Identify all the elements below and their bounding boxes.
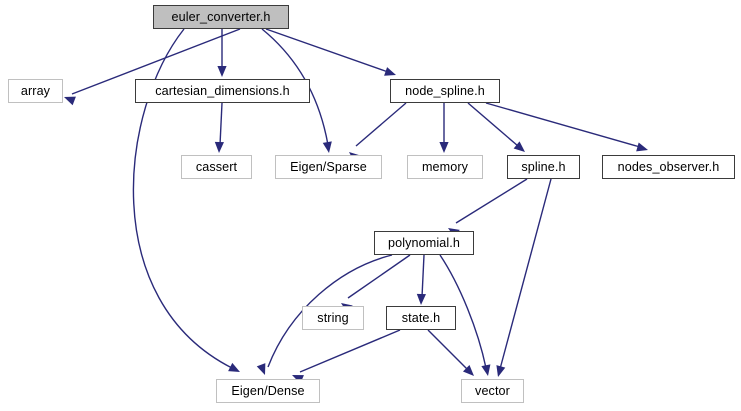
graph-node-cartesian_dimensions[interactable]: cartesian_dimensions.h [135,79,310,103]
graph-node-label-nodes_observer: nodes_observer.h [617,159,720,174]
edge-cartesian-to-cassert [219,102,223,146]
edge-node-spline-to-nodes-observer [485,102,641,148]
graph-node-polynomial[interactable]: polynomial.h [374,231,474,255]
graph-node-label-state: state.h [401,310,441,325]
graph-node-label-cassert: cassert [195,159,238,174]
edge-polynomial-to-string [347,254,411,299]
graph-node-label-node_spline: node_spline.h [405,83,485,98]
edge-euler-to-eigen-dense [132,28,233,369]
graph-node-cassert[interactable]: cassert [181,155,252,179]
arrowhead-node-spline-to-nodes-observer [636,142,648,152]
arrowhead-polynomial-to-eigen-dense [256,363,266,375]
graph-node-label-polynomial: polynomial.h [388,235,460,250]
edge-euler-to-array [71,28,241,95]
edge-spline-to-vector [499,178,552,370]
arrowhead-euler-to-eigen-dense [228,362,240,372]
graph-node-spline[interactable]: spline.h [507,155,580,179]
arrowhead-polynomial-to-state [416,293,426,305]
graph-node-vector[interactable]: vector [461,379,524,403]
arrowhead-euler-to-array [64,96,76,106]
graph-node-string[interactable]: string [302,306,364,330]
arrowhead-spline-to-vector [496,365,506,377]
graph-node-label-array: array [20,83,51,98]
graph-node-label-string: string [317,310,349,325]
edge-euler-to-node-spline [265,28,389,73]
graph-node-label-euler_converter: euler_converter.h [171,9,271,24]
graph-node-nodes_observer[interactable]: nodes_observer.h [602,155,735,179]
graph-node-label-eigen_sparse: Eigen/Sparse [290,159,367,174]
graph-node-state[interactable]: state.h [386,306,456,330]
graph-node-label-spline: spline.h [521,159,566,174]
arrowhead-polynomial-to-vector [481,364,491,376]
graph-node-label-eigen_dense: Eigen/Dense [231,383,305,398]
arrowhead-state-to-vector [462,364,474,376]
graph-node-label-vector: vector [475,383,510,398]
graph-node-label-memory: memory [421,159,469,174]
edge-state-to-vector [427,329,469,371]
arrowhead-node-spline-to-memory [439,142,449,153]
arrowhead-cartesian-to-cassert [214,141,224,153]
arrowhead-euler-to-cartesian-dimensions [217,66,227,77]
edge-node-spline-to-eigen-sparse [355,102,407,147]
edge-polynomial-to-eigen-dense [267,254,393,368]
arrowhead-euler-to-node-spline [384,67,396,76]
graph-node-eigen_sparse[interactable]: Eigen/Sparse [275,155,382,179]
edge-polynomial-to-state [421,254,425,298]
graph-node-node_spline[interactable]: node_spline.h [390,79,500,103]
graph-node-label-cartesian_dimensions: cartesian_dimensions.h [155,83,290,98]
graph-node-memory[interactable]: memory [407,155,483,179]
edge-state-to-eigen-dense [299,329,401,373]
graph-node-eigen_dense[interactable]: Eigen/Dense [216,379,320,403]
graph-node-euler_converter[interactable]: euler_converter.h [153,5,289,29]
arrowhead-node-spline-to-spline [513,141,525,152]
edge-polynomial-to-vector [439,254,487,369]
graph-node-array[interactable]: array [8,79,63,103]
arrowhead-euler-to-eigen-sparse [322,141,332,153]
edge-spline-to-polynomial [455,178,528,224]
edge-node-spline-to-spline [467,102,519,147]
